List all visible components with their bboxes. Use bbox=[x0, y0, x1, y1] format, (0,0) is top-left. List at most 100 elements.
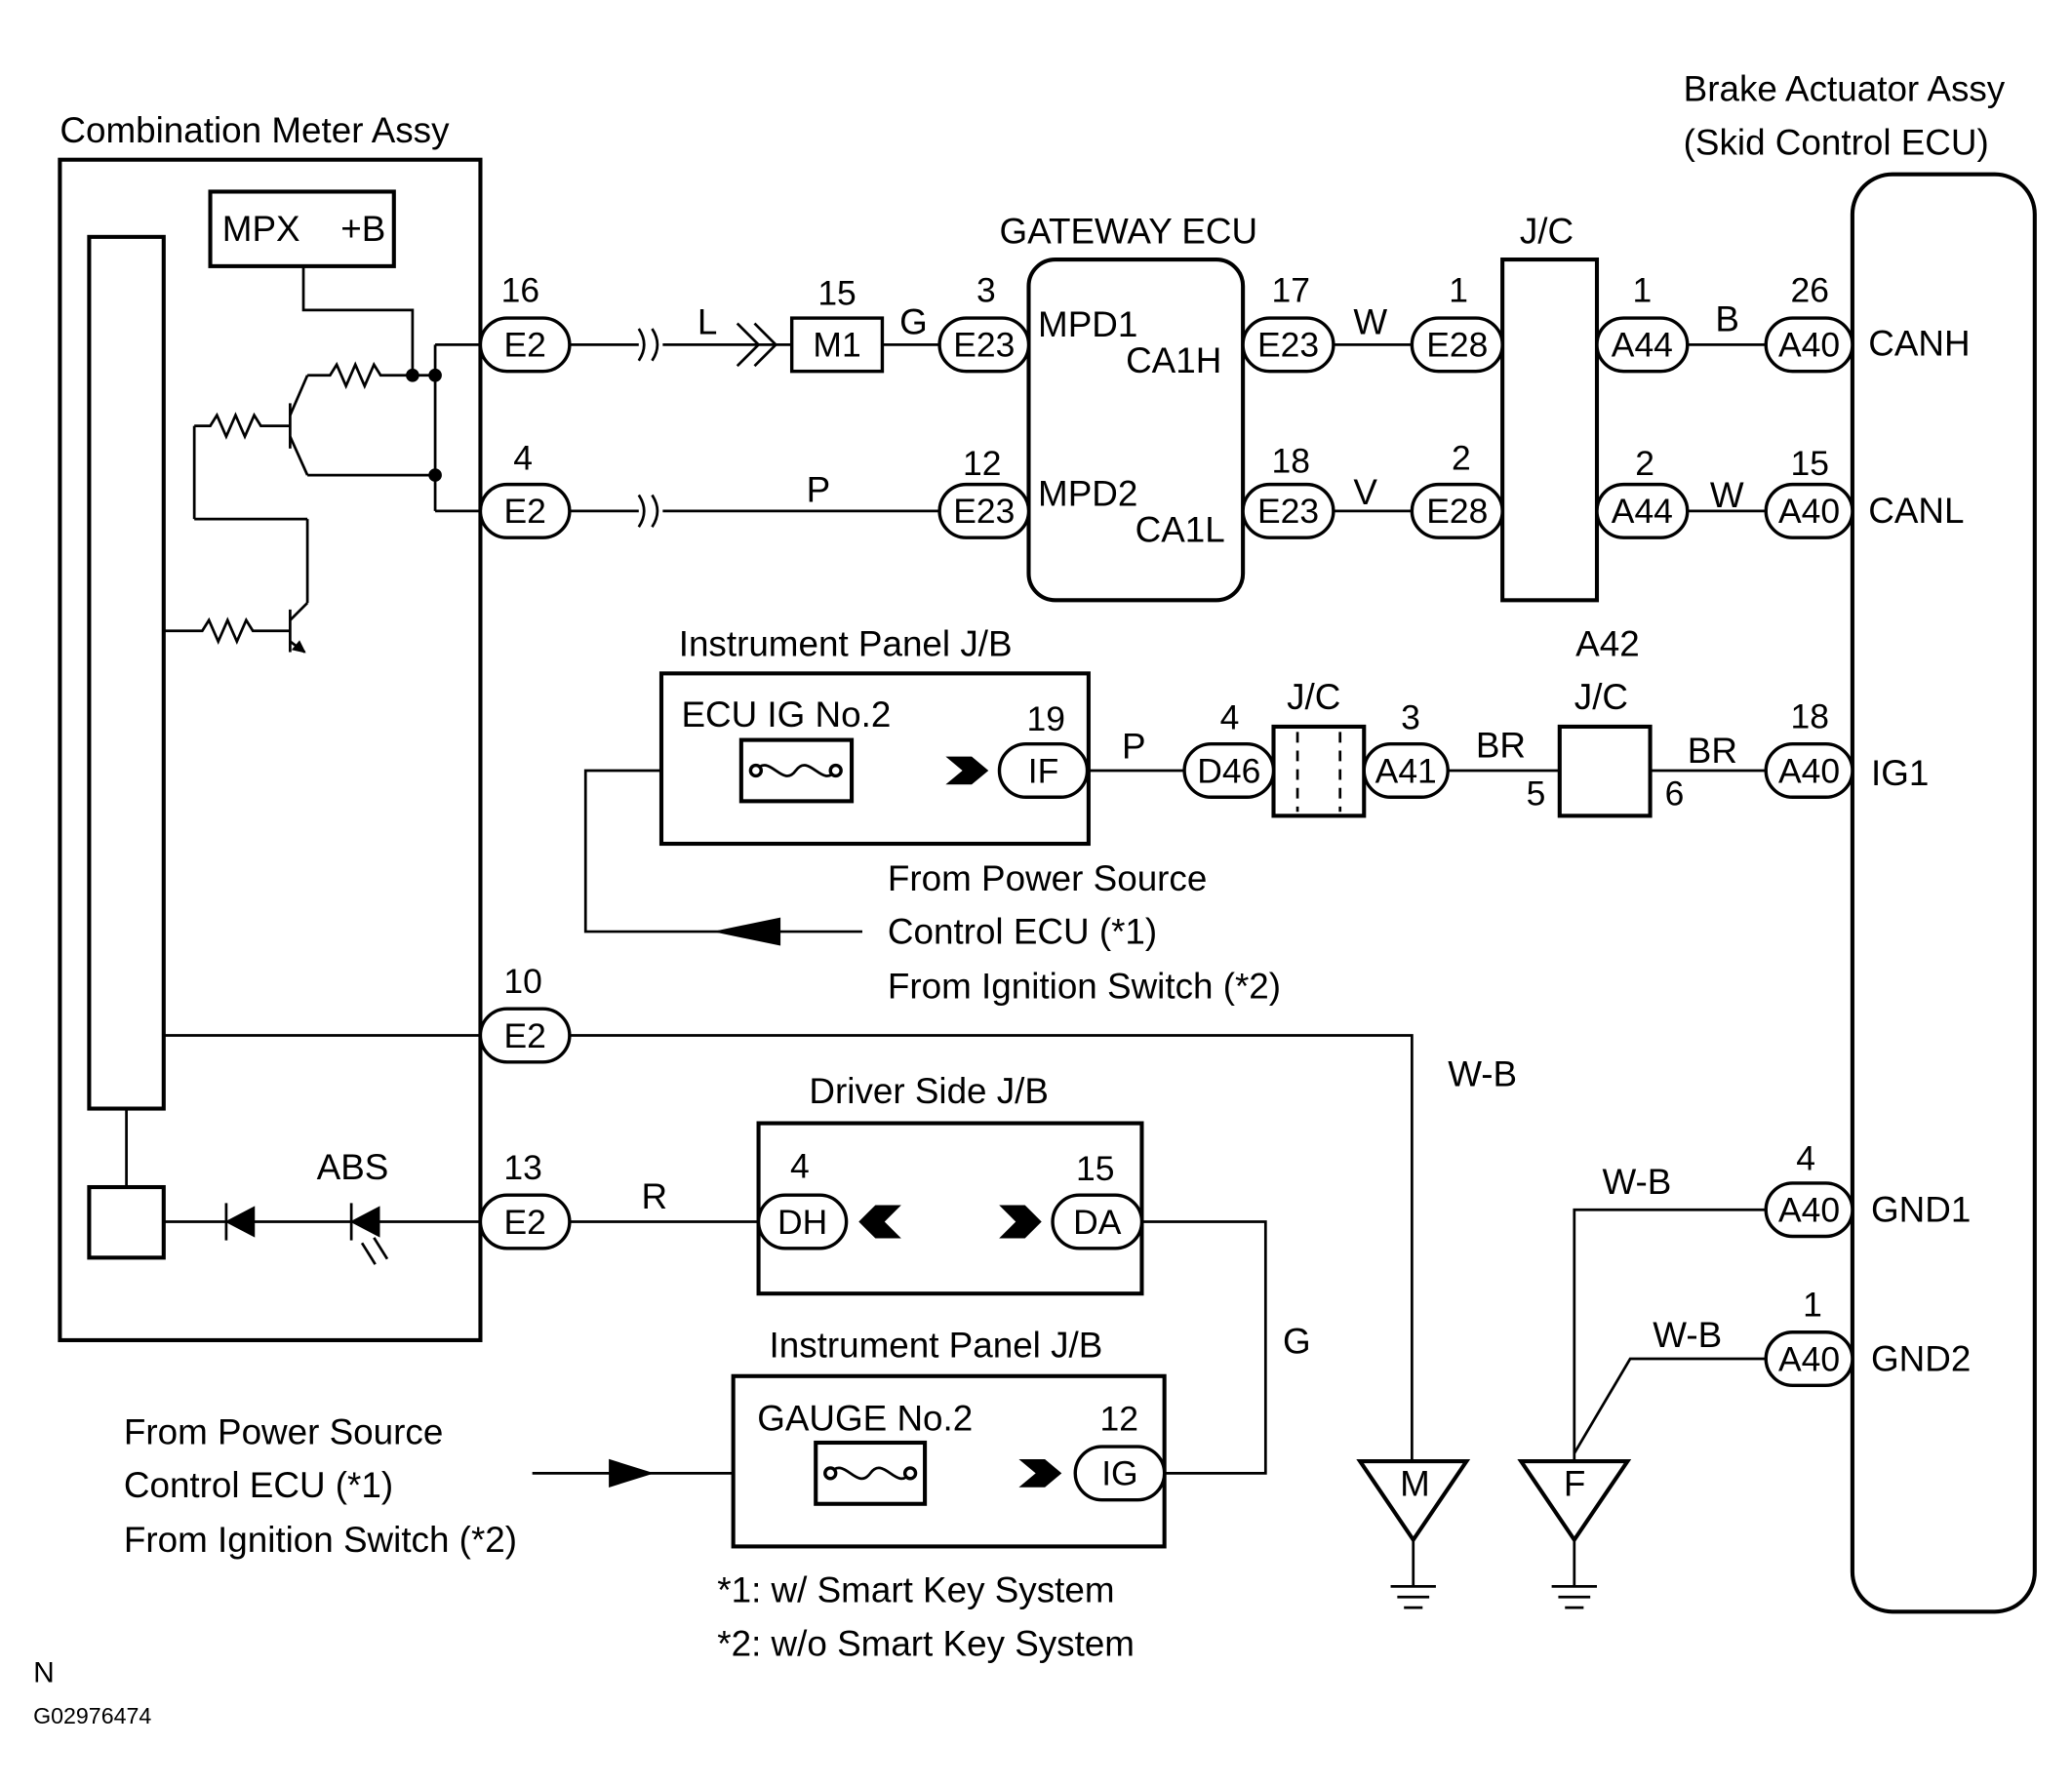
svg-text:15: 15 bbox=[1076, 1149, 1114, 1188]
svg-text:26: 26 bbox=[1791, 271, 1829, 310]
connector: E23 3 bbox=[937, 271, 1031, 374]
gnd1-label: GND1 bbox=[1871, 1189, 1971, 1229]
footnote-1: *1: w/ Smart Key System bbox=[717, 1570, 1114, 1610]
wire-color-g-top: G bbox=[899, 301, 928, 341]
svg-text:4: 4 bbox=[1220, 698, 1240, 737]
mpd2-label: MPD2 bbox=[1038, 473, 1137, 513]
ig1-label: IG1 bbox=[1871, 753, 1929, 793]
svg-text:E2: E2 bbox=[503, 1016, 545, 1055]
svg-text:DH: DH bbox=[777, 1203, 827, 1242]
svg-text:1: 1 bbox=[1449, 271, 1468, 310]
power-note-bottom-1: From Power Source bbox=[124, 1411, 443, 1451]
svg-text:A40: A40 bbox=[1778, 1190, 1840, 1229]
connector: M1 15 bbox=[789, 273, 885, 374]
a42-label: A42 bbox=[1575, 624, 1640, 664]
svg-text:DA: DA bbox=[1073, 1203, 1122, 1242]
gauge-no2-label: GAUGE No.2 bbox=[757, 1399, 973, 1439]
connector: E23 12 bbox=[937, 444, 1031, 539]
a42-terminal-in: 5 bbox=[1527, 774, 1546, 813]
ca1l-label: CA1L bbox=[1136, 509, 1225, 549]
gauge-no2-fuse-symbol bbox=[829, 1466, 912, 1481]
jc-title-middle: J/C bbox=[1287, 677, 1340, 717]
ground-f bbox=[1517, 1459, 1632, 1609]
connector: A40 26 bbox=[1764, 271, 1854, 374]
driver-side-jb-title: Driver Side J/B bbox=[809, 1071, 1049, 1111]
jc-box-a42 bbox=[1557, 724, 1653, 818]
connector: IG 12 bbox=[1073, 1400, 1167, 1502]
svg-text:A44: A44 bbox=[1612, 326, 1673, 365]
jc-box-top bbox=[1500, 258, 1600, 603]
connector: E23 17 bbox=[1241, 271, 1335, 374]
svg-text:E2: E2 bbox=[503, 492, 545, 531]
wire-color-r: R bbox=[642, 1176, 668, 1216]
svg-text:E2: E2 bbox=[503, 326, 545, 365]
svg-text:18: 18 bbox=[1791, 696, 1829, 735]
svg-text:A44: A44 bbox=[1612, 492, 1673, 531]
svg-text:13: 13 bbox=[503, 1148, 541, 1187]
mpd1-label: MPD1 bbox=[1038, 304, 1137, 344]
corner-code: N bbox=[33, 1657, 55, 1689]
svg-text:E23: E23 bbox=[1257, 492, 1319, 531]
gateway-ecu-title: GATEWAY ECU bbox=[999, 212, 1257, 252]
svg-text:3: 3 bbox=[1401, 698, 1420, 737]
svg-text:4: 4 bbox=[790, 1146, 810, 1185]
svg-text:15: 15 bbox=[817, 273, 856, 312]
meter-cpu-block bbox=[87, 234, 166, 1111]
jc-title-top: J/C bbox=[1520, 212, 1574, 252]
jc-title-a42: J/C bbox=[1574, 677, 1628, 717]
wire-color-g-bottom: G bbox=[1283, 1322, 1311, 1362]
abs-lamp-driver bbox=[87, 1184, 166, 1260]
svg-text:12: 12 bbox=[963, 444, 1001, 483]
power-note-top-3: From Ignition Switch (*2) bbox=[888, 966, 1281, 1006]
wire-color-p-canl: P bbox=[807, 469, 831, 509]
svg-text:E28: E28 bbox=[1426, 326, 1488, 365]
power-note-bottom-2: Control ECU (*1) bbox=[124, 1465, 393, 1505]
mpx-label: MPX bbox=[222, 209, 300, 249]
brake-actuator-title-1: Brake Actuator Assy bbox=[1684, 69, 2006, 109]
meter-internal-circuit bbox=[87, 265, 481, 1265]
svg-text:2: 2 bbox=[1635, 444, 1654, 483]
power-note-top-2: Control ECU (*1) bbox=[888, 911, 1157, 951]
svg-text:E2: E2 bbox=[503, 1203, 545, 1242]
svg-text:A40: A40 bbox=[1778, 492, 1840, 531]
svg-text:IF: IF bbox=[1028, 751, 1059, 790]
connector: A44 1 bbox=[1595, 271, 1690, 374]
gateway-ecu-box bbox=[1026, 258, 1246, 603]
ecu-ig-no2-label: ECU IG No.2 bbox=[681, 695, 891, 734]
svg-text:E23: E23 bbox=[953, 492, 1015, 531]
connector: IF 19 bbox=[997, 699, 1090, 799]
ecu-ig-no2-fuse-symbol bbox=[754, 764, 837, 777]
connector: A40 1 bbox=[1764, 1285, 1854, 1388]
svg-text:A40: A40 bbox=[1778, 751, 1840, 790]
connector: A40 18 bbox=[1764, 696, 1854, 799]
canl-label: CANL bbox=[1868, 491, 1964, 531]
svg-text:10: 10 bbox=[503, 962, 541, 1001]
connector: D46 4 bbox=[1182, 698, 1276, 799]
wire-color-p-ig: P bbox=[1122, 727, 1146, 767]
svg-text:3: 3 bbox=[976, 271, 996, 310]
brake-actuator-title-2: (Skid Control ECU) bbox=[1684, 122, 1989, 162]
svg-text:17: 17 bbox=[1272, 271, 1310, 310]
svg-text:4: 4 bbox=[1796, 1138, 1815, 1177]
svg-text:A40: A40 bbox=[1778, 1339, 1840, 1378]
jb-terminal-arrow-ig bbox=[1018, 1459, 1062, 1488]
svg-text:E23: E23 bbox=[1257, 326, 1319, 365]
instrument-panel-jb-title-bottom: Instrument Panel J/B bbox=[769, 1326, 1102, 1366]
connector: E2 13 bbox=[478, 1148, 572, 1250]
wire-color-b: B bbox=[1715, 299, 1739, 339]
svg-text:16: 16 bbox=[501, 271, 539, 310]
connector: DA 15 bbox=[1051, 1149, 1144, 1250]
ground-m-label: M bbox=[1400, 1464, 1430, 1504]
jb-terminal-arrow-dh bbox=[858, 1205, 901, 1239]
wire-color-l: L bbox=[697, 301, 717, 341]
figure-id: G02976474 bbox=[33, 1703, 151, 1728]
svg-text:19: 19 bbox=[1027, 699, 1065, 738]
connector: E28 1 bbox=[1410, 271, 1504, 374]
connector: A44 2 bbox=[1595, 444, 1690, 539]
svg-text:2: 2 bbox=[1452, 439, 1471, 478]
svg-text:1: 1 bbox=[1633, 271, 1653, 310]
svg-text:A40: A40 bbox=[1778, 326, 1840, 365]
ca1h-label: CA1H bbox=[1126, 340, 1221, 380]
footnote-2: *2: w/o Smart Key System bbox=[717, 1623, 1135, 1663]
abs-indicator-label: ABS bbox=[317, 1147, 389, 1187]
